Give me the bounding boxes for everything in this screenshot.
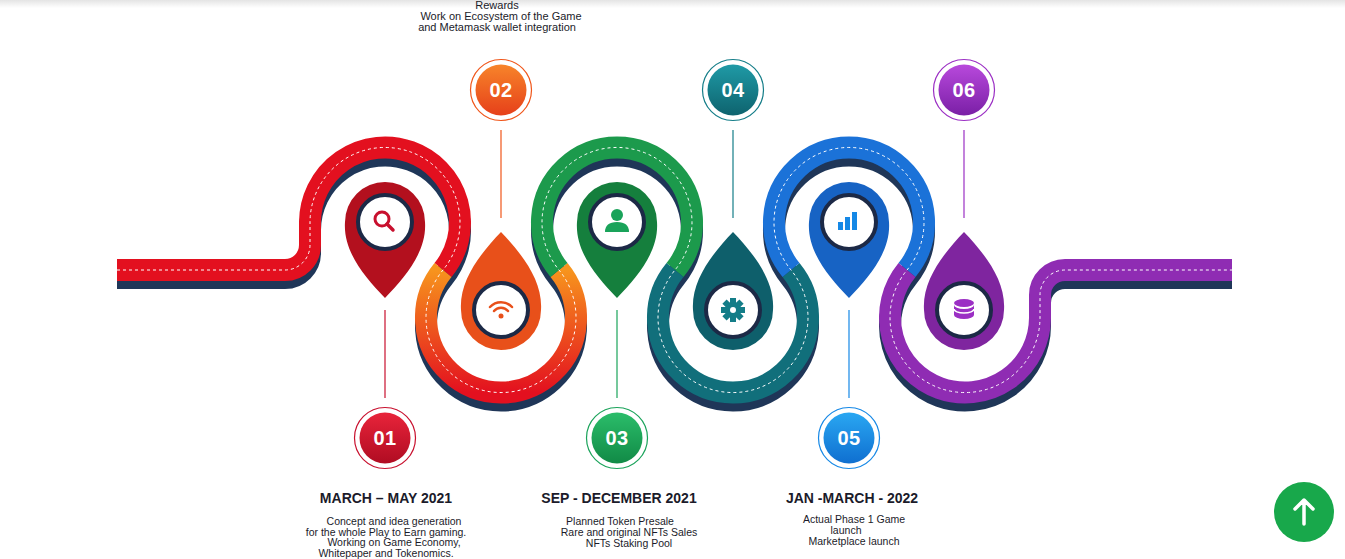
phase-date: JAN -MARCH - 2022 <box>786 491 918 505</box>
callout-number: 01 <box>345 406 425 470</box>
phase-note: NFTs Staking Pool <box>586 538 672 549</box>
phase-date: MARCH – MAY 2021 <box>320 491 452 505</box>
milestone-circle: 03 <box>577 406 657 470</box>
milestone-circle: 05 <box>809 406 889 470</box>
callout-number: 05 <box>809 406 889 470</box>
milestone-circle: 06 <box>924 58 1004 122</box>
phase-note: and Metamask wallet integration <box>418 22 576 33</box>
phase-note: Whitepaper and Tokenomics. <box>318 548 453 559</box>
callout-number: 02 <box>461 58 541 122</box>
phase-note: Working on Game Economy, <box>327 537 460 548</box>
phase-note: Rewards <box>475 0 518 11</box>
phase-note: Actual Phase 1 Game <box>803 514 905 525</box>
header-shadow <box>0 0 1345 8</box>
milestone-circle: 01 <box>345 406 425 470</box>
callout-number: 04 <box>693 58 773 122</box>
phase-note: Rare and original NFTs Sales <box>561 527 698 538</box>
milestone-circle: 02 <box>461 58 541 122</box>
phase-note: Work on Ecosystem of the Game <box>420 11 581 22</box>
phase-note: Planned Token Presale <box>566 516 674 527</box>
milestone-circle: 04 <box>693 58 773 122</box>
callout-number: 06 <box>924 58 1004 122</box>
phase-note: for the whole Play to Earn gaming. <box>306 527 467 538</box>
phase-note: launch <box>831 525 862 536</box>
phase-note: Concept and idea generation <box>327 516 462 527</box>
phase-date: SEP - DECEMBER 2021 <box>541 491 696 505</box>
callout-number: 03 <box>577 406 657 470</box>
phase-note: Marketplace launch <box>808 536 899 547</box>
